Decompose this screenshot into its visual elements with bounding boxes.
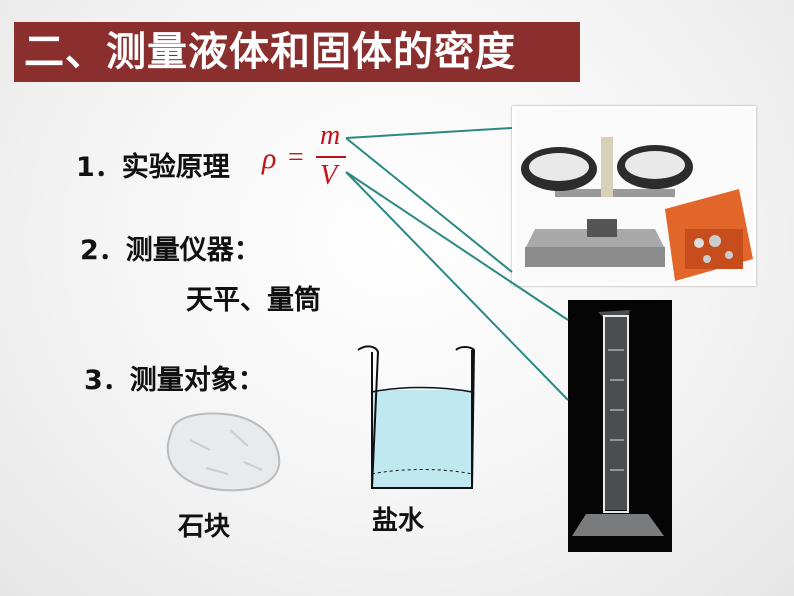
equals-sign: = <box>288 142 304 173</box>
stone-label: 石块 <box>178 512 231 542</box>
fraction-bar <box>316 156 346 158</box>
principle-label: 1．实验原理 <box>76 152 230 183</box>
connector-line <box>345 137 513 273</box>
objects-label: 3．测量对象： <box>84 365 265 396</box>
beaker-illustration <box>357 345 476 489</box>
instruments-value: 天平、量筒 <box>186 285 321 316</box>
formula-numerator: m <box>320 120 341 151</box>
connector-line <box>345 171 569 321</box>
page-title: 二、测量液体和固体的密度 <box>14 22 580 82</box>
balance-photo <box>512 106 756 286</box>
density-formula: ρ = m V <box>262 120 352 192</box>
stone-illustration <box>166 412 281 492</box>
formula-denominator: V <box>320 160 338 191</box>
saltwater-label: 盐水 <box>372 506 425 536</box>
cylinder-photo <box>568 300 672 552</box>
connector-line <box>345 127 513 139</box>
connector-line <box>345 171 569 401</box>
rho-symbol: ρ <box>262 142 277 175</box>
instruments-label: 2．测量仪器： <box>80 235 261 266</box>
